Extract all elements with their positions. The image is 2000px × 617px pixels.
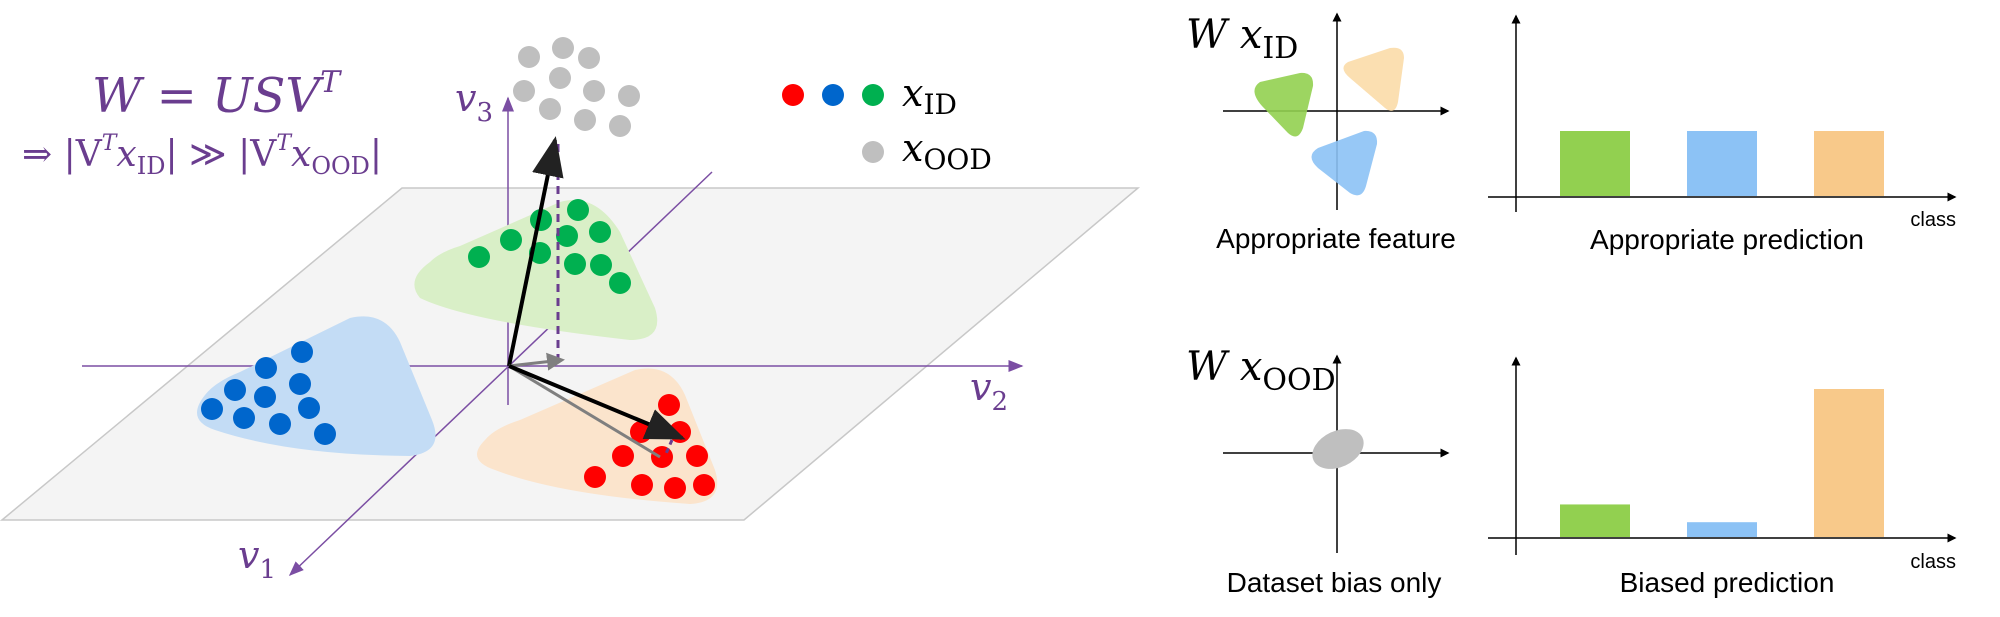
legend-green-dot — [862, 84, 884, 106]
ood-points — [513, 37, 640, 137]
id-vector — [508, 364, 686, 440]
prediction-bottom-bar-3 — [1814, 389, 1884, 537]
svd-formula: W = USVT — [92, 65, 342, 124]
legend-gray-dot — [862, 141, 884, 163]
ood-projection-vector — [508, 352, 565, 371]
prediction-bars-bottom — [1560, 389, 1884, 537]
ood-vector — [507, 136, 564, 367]
prediction-top-bar-1 — [1560, 131, 1630, 196]
green-feature-triangle — [1254, 72, 1314, 137]
blue-points — [201, 341, 336, 445]
orange-cluster-region — [477, 368, 718, 504]
feature-title-ood: W xOOD — [1186, 344, 1336, 398]
orange-feature-triangle — [1343, 47, 1404, 111]
feature-space-3d — [0, 37, 1141, 577]
prediction-top-bar-3 — [1814, 131, 1884, 196]
prediction-caption-bottom: Biased prediction — [1620, 567, 1835, 598]
class-axis-label-top: class — [1910, 209, 1956, 231]
prediction-top-bar-2 — [1687, 131, 1757, 196]
class-axis-label-bottom: class — [1910, 551, 1956, 573]
blue-cluster-region — [197, 316, 436, 456]
norm-inequality: ⇒ |VTxID| ≫ |VTxOOD| — [22, 131, 382, 180]
prediction-bottom-bar-2 — [1687, 522, 1757, 537]
feature-caption-id: Appropriate feature — [1216, 223, 1456, 254]
prediction-caption-top: Appropriate prediction — [1590, 224, 1864, 255]
feature-caption-ood: Dataset bias only — [1227, 567, 1442, 598]
legend-ood-label: xOOD — [902, 126, 992, 176]
feature-title-id: W xID — [1186, 12, 1298, 66]
prediction-bottom-bar-1 — [1560, 504, 1630, 537]
legend-id-label: xID — [902, 71, 957, 121]
axis-v3-label: v3 — [455, 76, 493, 128]
id-dashed-projection — [663, 439, 674, 457]
axis-v1-label: v1 — [238, 533, 276, 585]
id-projection-vector — [508, 364, 661, 459]
panel-in-distribution: W xID Appropriate feature class Appropri… — [1186, 12, 1957, 255]
prediction-bars-top — [1560, 131, 1884, 196]
axis-v2-label: v2 — [970, 365, 1008, 417]
ood-feature-blob — [1312, 429, 1364, 469]
legend: xID xOOD — [782, 71, 992, 176]
legend-red-dot — [782, 84, 804, 106]
axis-v1 — [288, 171, 713, 577]
green-points — [468, 199, 631, 294]
blue-feature-triangle — [1311, 130, 1378, 196]
panel-out-of-distribution: W xOOD Dataset bias only class Biased pr… — [1186, 344, 1957, 598]
legend-blue-dot — [822, 84, 844, 106]
